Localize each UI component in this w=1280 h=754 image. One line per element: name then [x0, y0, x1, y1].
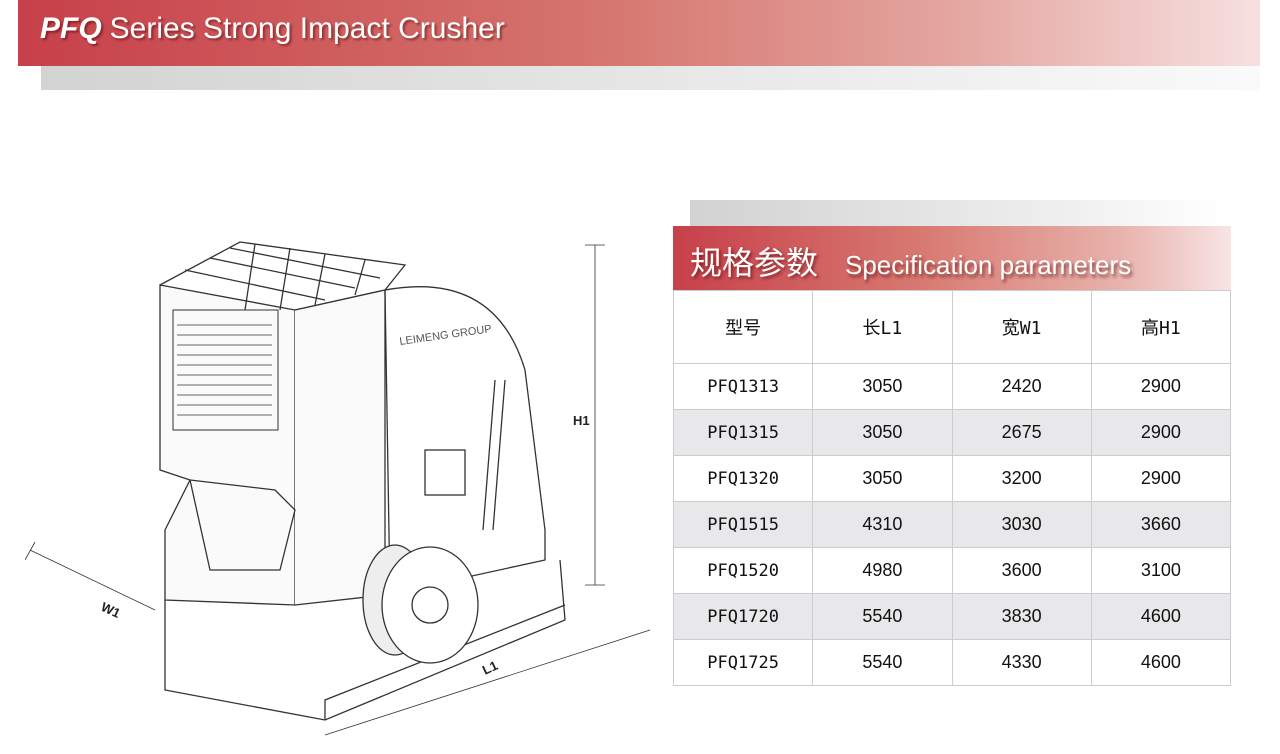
- cell-height: 2900: [1090, 455, 1232, 502]
- cell-height: 3660: [1090, 501, 1232, 548]
- title-prefix: PFQ: [40, 12, 102, 45]
- cell-height: 3100: [1090, 547, 1232, 594]
- dim-w1-label: W1: [99, 599, 123, 621]
- col-width: 宽W1: [951, 290, 1092, 364]
- cell-length: 3050: [812, 455, 953, 502]
- cell-height: 2900: [1090, 409, 1232, 456]
- cell-model: PFQ1720: [672, 593, 814, 640]
- col-height: 高H1: [1090, 290, 1232, 364]
- cell-height: 2900: [1090, 363, 1232, 410]
- dim-l1-label: L1: [480, 658, 500, 678]
- crusher-drawing: LEIMENG GROUP H1 W1 L1: [25, 241, 651, 736]
- cell-model: PFQ1725: [672, 639, 814, 686]
- banner-underline: [41, 66, 1260, 90]
- col-length: 长L1: [812, 290, 953, 364]
- cell-width: 3830: [951, 593, 1092, 640]
- cell-width: 3200: [951, 455, 1092, 502]
- cell-model: PFQ1313: [672, 363, 814, 410]
- col-model: 型号: [672, 290, 814, 364]
- spec-title-en: Specification parameters: [845, 250, 1132, 280]
- cell-width: 4330: [951, 639, 1092, 686]
- cell-length: 4310: [812, 501, 953, 548]
- spec-header: 规格参数 Specification parameters: [673, 226, 1231, 290]
- spec-title-cn: 规格参数: [690, 244, 819, 282]
- cell-width: 3600: [951, 547, 1092, 594]
- cell-length: 5540: [812, 593, 953, 640]
- cell-width: 3030: [951, 501, 1092, 548]
- cell-width: 2675: [951, 409, 1092, 456]
- cell-length: 3050: [812, 363, 953, 410]
- cell-width: 2420: [951, 363, 1092, 410]
- cell-length: 4980: [812, 547, 953, 594]
- brand-logo: LEIMENG GROUP: [399, 323, 493, 348]
- title-text: Series Strong Impact Crusher: [109, 12, 505, 45]
- cell-model: PFQ1520: [672, 547, 814, 594]
- cell-model: PFQ1315: [672, 409, 814, 456]
- cell-length: 5540: [812, 639, 953, 686]
- cell-height: 4600: [1090, 639, 1232, 686]
- cell-model: PFQ1320: [672, 455, 814, 502]
- cell-model: PFQ1515: [672, 501, 814, 548]
- spec-topbar: [690, 200, 1225, 226]
- table-header-row: 型号 长L1 宽W1 高H1: [672, 290, 1232, 364]
- cell-height: 4600: [1090, 593, 1232, 640]
- cell-length: 3050: [812, 409, 953, 456]
- dim-h1-label: H1: [573, 413, 590, 428]
